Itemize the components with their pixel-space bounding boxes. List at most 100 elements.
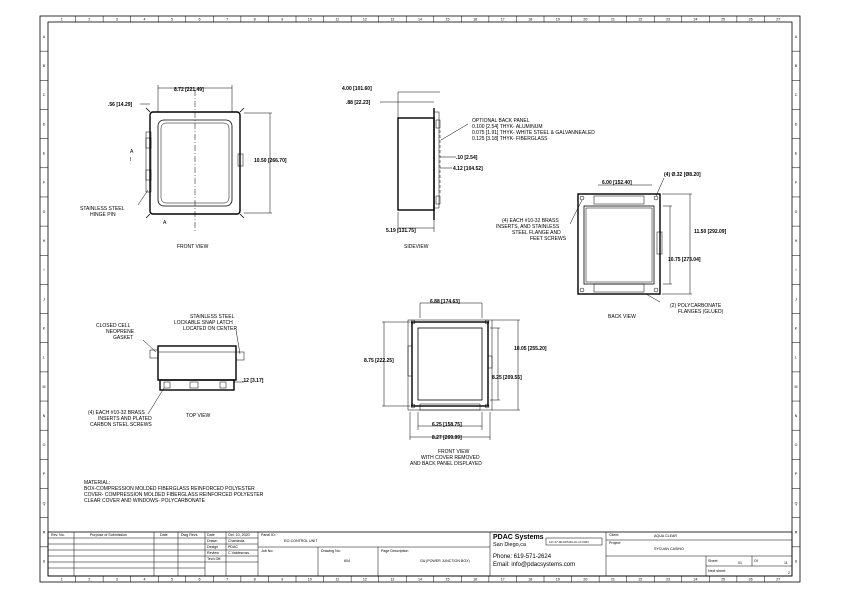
front-open-panel [417, 327, 483, 401]
zone-label: 6 [199, 18, 201, 22]
zone-label: 2 [88, 18, 90, 22]
tb-of-label: Of [754, 559, 758, 563]
zone-label: J [795, 297, 797, 301]
zone-label: 27 [776, 18, 780, 22]
back-panel-note-1: OPTIONAL BACK PANEL [472, 118, 530, 124]
zone-label: 2 [88, 578, 90, 582]
open-dim-right: 10.05 [255.20] [514, 346, 547, 352]
tb-design-label: Design [207, 545, 218, 549]
material-line-3: CLEAR COVER AND WINDOWS- POLYCARBONATE [84, 498, 206, 504]
svg-text:ǀ: ǀ [130, 157, 131, 163]
tb-client-label: Client: [609, 533, 619, 537]
tb-date-header: Date [160, 533, 168, 537]
zone-label: 12 [363, 578, 367, 582]
back-panel-note-3: 0.075 [1.91] THYK- WHITE STEEL & GALVANN… [472, 130, 595, 136]
zone-label: B [795, 64, 798, 68]
zone-label: G [43, 210, 46, 214]
zone-label: 4 [143, 578, 145, 582]
zone-label: 3 [116, 18, 118, 22]
flange-note-2: FLANGES (GLUED) [678, 309, 724, 315]
zone-label: 13 [390, 578, 394, 582]
side-dim-mid: 4.12 [104.52] [453, 166, 483, 172]
outer-border [39, 15, 801, 583]
zone-label: 23 [666, 578, 670, 582]
zone-label: 3 [116, 578, 118, 582]
zone-label: K [795, 326, 798, 330]
svg-text:A: A [163, 220, 167, 226]
tb-drawn-val: Chaminda [228, 539, 244, 543]
material-line-2: COVER- COMPRESSION MOLDED FIBERGLASS REI… [84, 492, 264, 498]
zone-label: H [795, 239, 798, 243]
zone-label: 15 [446, 578, 450, 582]
side-dim-small: .10 [2.54] [456, 155, 478, 161]
back-dim-height: 11.50 [292.09] [694, 229, 727, 235]
zone-label: Q [795, 501, 798, 505]
material-heading: MATERIAL: [84, 480, 110, 486]
front-open-label-3: AND BACK PANEL DISPLAYED [410, 461, 482, 467]
zone-label: A [43, 35, 46, 39]
zone-label: C [795, 93, 798, 97]
front-dim-width: 8.72 [221.49] [174, 87, 204, 93]
zone-label: R [43, 531, 46, 535]
side-view: 4.00 [101.60] .88 [22.23] .10 [2.54] 4.1… [342, 86, 595, 250]
hinge-note-2: HINGE PIN [90, 212, 116, 218]
top-view-base [159, 379, 235, 391]
zone-label: 22 [638, 18, 642, 22]
zone-label: F [795, 181, 798, 185]
front-dim-height: 10.50 [266.70] [254, 158, 287, 164]
front-open-view: 6.88 [174.63] 8.75 [222.25] 10.05 [255.2… [364, 299, 547, 467]
tb-review-label: Review [207, 551, 219, 555]
tb-date-val: Oct. 10, 2020 [228, 533, 250, 537]
brass-note-2: INSERTS, AND STAINLESS [496, 224, 560, 230]
side-dim-depth: 4.00 [101.60] [342, 86, 372, 92]
zone-label: P [43, 472, 46, 476]
zone-label: 7 [226, 18, 228, 22]
license-stamp [545, 537, 603, 546]
zone-label: I [796, 268, 797, 272]
zone-label: A [795, 35, 798, 39]
open-dim-left: 8.75 [222.25] [364, 358, 394, 364]
zone-label: D [43, 122, 46, 126]
screws-note-3: CARBON STEEL SCREWS [90, 422, 152, 428]
zone-label: G [795, 210, 798, 214]
zone-label: D [795, 122, 798, 126]
open-dim-top: 6.88 [174.63] [430, 299, 460, 305]
zone-label: 23 [666, 18, 670, 22]
top-dim-small: .12 [3.17] [242, 378, 264, 384]
tb-next-val: 2 [788, 571, 790, 575]
material-line-1: BOX-COMPRESSION MOLDED FIBERGLASS REINFO… [84, 486, 255, 492]
tb-job-no-label: Job No: [261, 549, 273, 553]
back-dim-hole: (4) Ø.32 [Ø8.20] [664, 172, 701, 178]
zone-label: L [795, 356, 797, 360]
zone-label: 20 [583, 18, 587, 22]
zone-label: 27 [776, 578, 780, 582]
tb-of-val: 11 [784, 561, 788, 565]
tb-design-val: PDAC [228, 545, 238, 549]
zone-label: P [795, 472, 798, 476]
back-dim-width: 6.00 [152.40] [602, 180, 632, 186]
gasket-note-1: CLOSED CELL [96, 323, 131, 329]
zone-label: 5 [171, 578, 173, 582]
zone-label: S [795, 560, 798, 564]
zone-label: 16 [473, 18, 477, 22]
flange-note-1: (2) POLYCARBONATE [670, 303, 722, 309]
tb-dwg-revs: Dwg Revs [181, 533, 198, 537]
zone-label: O [795, 443, 798, 447]
hinge-note-1: STAINLESS STEEL [80, 206, 125, 212]
zone-label: 20 [583, 578, 587, 582]
zone-label: 19 [556, 18, 560, 22]
zone-label: I [44, 268, 45, 272]
back-view-flange [577, 193, 661, 295]
tb-next-label: Next sheet: [708, 569, 726, 573]
screws-note-1: (4) EACH #10-32 BRASS [88, 410, 145, 416]
open-dim-inner-right: 8.25 [209.55] [492, 375, 522, 381]
latch-note-3: LOCATED ON CENTER [183, 326, 237, 332]
tb-sheet-val: 01 [738, 561, 742, 565]
gasket-note-2: NEOPRENE [106, 329, 135, 335]
zone-label: Q [43, 501, 46, 505]
zone-label: 24 [694, 578, 698, 582]
open-dim-bottom2: 8.27 [209.99] [432, 435, 462, 441]
front-view: A ǀ A 8.72 [221.49] .56 [14.29] 10.50 [2… [80, 85, 287, 250]
back-view-label: BACK VIEW [608, 314, 636, 320]
